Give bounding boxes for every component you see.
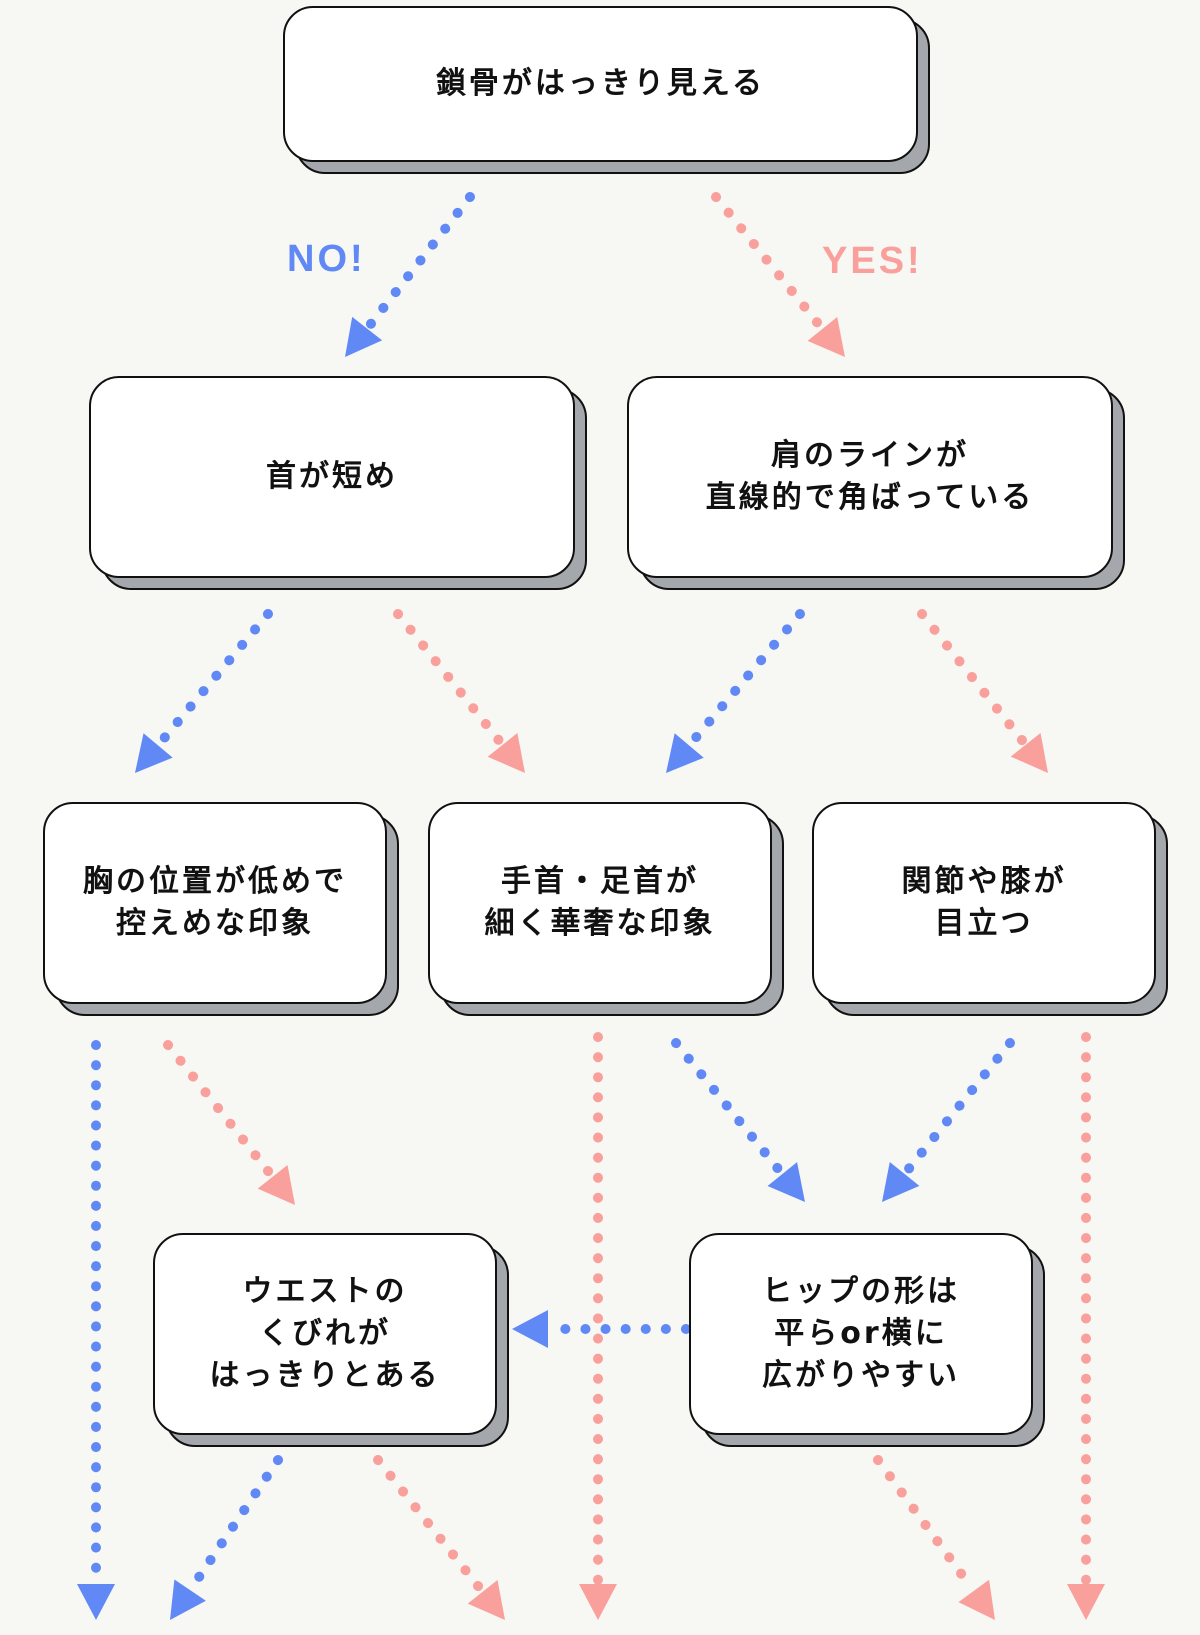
- no-label: NO!: [287, 238, 366, 280]
- arrow-yes-hips-out: [873, 1455, 995, 1620]
- arrow-no-top-shaft: [364, 192, 475, 331]
- node-short-neck: 首が短め: [89, 376, 587, 590]
- arrow-yes-hips-out-head: [958, 1579, 995, 1620]
- arrow-no-to-hips-right: [882, 1038, 1015, 1202]
- node-flat-hips: ヒップの形は 平らor横に 広がりやすい: [689, 1233, 1045, 1447]
- node-slim-wrists: 手首・足首が 細く華奢な印象: [428, 802, 784, 1016]
- arrow-yes-far-right-head: [1067, 1584, 1105, 1620]
- arrow-yes-far-right: [1067, 1032, 1105, 1620]
- node-text: 関節や膝が 目立つ: [901, 864, 1067, 941]
- arrow-yes-top-shaft: [711, 192, 825, 331]
- node-card: ヒップの形は 平らor横に 広がりやすい: [689, 1233, 1033, 1435]
- arrow-yes-to-waist: [163, 1040, 295, 1205]
- node-text: 鎖骨がはっきり見える: [435, 66, 766, 101]
- node-text: 手首・足首が 細く華奢な印象: [484, 864, 716, 941]
- node-collarbone-visible: 鎖骨がはっきり見える: [283, 6, 930, 174]
- node-card: 手首・足首が 細く華奢な印象: [428, 802, 772, 1004]
- arrow-no-left-shaft: [155, 609, 273, 748]
- arrow-no-far-left: [77, 1040, 115, 1620]
- yes-label: YES!: [822, 240, 923, 282]
- arrow-yes-center-down-head: [579, 1584, 617, 1620]
- arrow-no-waist-out-head: [170, 1579, 206, 1620]
- arrow-no-top-head: [345, 316, 383, 357]
- node-card: 関節や膝が 目立つ: [812, 802, 1156, 1004]
- arrow-no-to-hips-left-shaft: [671, 1038, 785, 1176]
- arrow-no-waist-out-shaft: [187, 1455, 283, 1592]
- arrow-no-left-head: [135, 733, 173, 773]
- arrow-yes-waist-out-shaft: [373, 1455, 486, 1594]
- node-prominent-joints: 関節や膝が 目立つ: [812, 802, 1168, 1016]
- arrow-no-hips-to-waist-head: [512, 1310, 548, 1348]
- arrow-yes-waist-out: [373, 1455, 505, 1620]
- node-text: 首が短め: [266, 459, 398, 494]
- arrow-yes-left-head: [487, 733, 525, 773]
- arrow-yes-right: [917, 609, 1048, 773]
- arrow-no-hips-to-waist: [512, 1310, 691, 1348]
- arrow-yes-left: [393, 609, 525, 773]
- node-low-chest: 胸の位置が低めで 控えめな印象: [43, 802, 399, 1016]
- node-card: 首が短め: [89, 376, 575, 578]
- node-text: 胸の位置が低めで 控えめな印象: [83, 864, 347, 941]
- node-defined-waist: ウエストの くびれが はっきりとある: [153, 1233, 509, 1447]
- arrow-yes-center-down: [579, 1032, 617, 1620]
- arrow-yes-right-shaft: [917, 609, 1029, 747]
- node-text: ヒップの形は 平らor横に 広がりやすい: [762, 1274, 960, 1393]
- node-card: 鎖骨がはっきり見える: [283, 6, 918, 162]
- arrow-no-right-head: [666, 733, 704, 773]
- arrow-yes-left-shaft: [393, 609, 506, 747]
- arrow-no-to-hips-right-shaft: [902, 1038, 1015, 1176]
- arrow-yes-top-head: [807, 317, 845, 357]
- node-text: ウエストの くびれが はっきりとある: [209, 1274, 441, 1393]
- arrow-no-right-shaft: [686, 609, 805, 748]
- arrow-no-left: [135, 609, 273, 773]
- arrow-no-top: [345, 192, 475, 357]
- node-card: 胸の位置が低めで 控えめな印象: [43, 802, 387, 1004]
- arrow-no-far-left-head: [77, 1584, 115, 1620]
- node-card: 肩のラインが 直線的で角ばっている: [627, 376, 1113, 578]
- arrow-yes-right-head: [1010, 732, 1048, 773]
- arrow-yes-hips-out-shaft: [873, 1455, 977, 1593]
- arrow-no-to-hips-left: [671, 1038, 805, 1202]
- node-card: ウエストの くびれが はっきりとある: [153, 1233, 497, 1435]
- arrow-yes-top: [711, 192, 845, 357]
- arrow-no-to-hips-left-head: [767, 1162, 805, 1202]
- arrow-no-to-hips-right-head: [882, 1162, 920, 1202]
- arrow-no-waist-out: [170, 1455, 283, 1620]
- arrow-yes-waist-out-head: [467, 1579, 505, 1620]
- arrow-yes-to-waist-shaft: [163, 1040, 276, 1179]
- node-text: 肩のラインが 直線的で角ばっている: [705, 438, 1035, 515]
- node-straight-shoulders: 肩のラインが 直線的で角ばっている: [627, 376, 1125, 590]
- arrow-no-right: [666, 609, 805, 773]
- arrow-yes-to-waist-head: [257, 1164, 295, 1205]
